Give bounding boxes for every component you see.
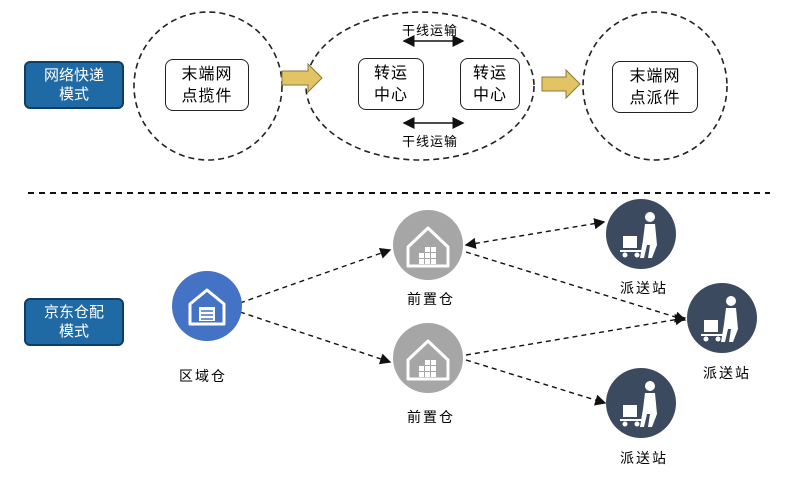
flow-front-bottom-to-station-bottom [465,359,607,406]
flow-arrow-2 [541,68,581,100]
transit-hub-b-line1: 转运 [472,63,507,82]
flow-front-top-to-station-middle [465,251,687,323]
delivery-person-icon-bottom [606,368,676,438]
delivery-outlet-box: 末端网 点派件 [612,61,698,113]
pickup-outlet-line1: 末端网 [181,64,233,83]
jd-mode-label-line2: 模式 [58,322,89,340]
delivery-zone [582,11,728,161]
trunk-label-bottom: 干线运输 [402,135,459,150]
transit-hub-b-box: 转运 中心 [460,58,520,110]
transit-hub-a-line2: 中心 [373,85,408,104]
delivery-person-icon-middle [687,283,757,353]
flow-regional-to-front-bottom [239,311,392,365]
delivery-station-label-middle: 派送站 [703,366,751,382]
transit-zone [305,11,535,161]
flow-front-bottom-to-station-middle [465,314,687,356]
transit-hub-b-line2: 中心 [472,85,507,104]
pickup-zone [133,11,283,161]
network-mode-label-line1: 网络快递 [43,66,104,84]
flow-arrow-1 [281,62,323,94]
transit-hub-a-box: 转运 中心 [358,58,424,110]
pickup-outlet-box: 末端网 点揽件 [165,59,249,111]
front-warehouse-icon-bottom [393,323,463,393]
flow-front-top-to-station-top [464,218,606,249]
network-mode-label: 网络快递 模式 [24,61,124,109]
jd-mode-label-line1: 京东仓配 [43,303,104,321]
jd-mode-label: 京东仓配 模式 [24,298,124,346]
front-warehouse-icon-top [393,210,463,280]
pickup-outlet-line2: 点揽件 [181,86,233,105]
trunk-label-top: 干线运输 [402,24,459,39]
delivery-station-label-top: 派送站 [620,281,668,297]
front-warehouse-label-bottom: 前置仓 [407,410,455,426]
warehouse-icon [172,271,242,341]
delivery-person-icon-top [606,199,676,269]
network-mode-label-line2: 模式 [58,85,89,103]
delivery-outlet-line1: 末端网 [629,66,681,85]
front-warehouse-label-top: 前置仓 [407,292,455,308]
regional-warehouse-label: 区域仓 [179,369,227,385]
delivery-outlet-line2: 点派件 [629,88,681,107]
flow-regional-to-front-top [239,247,392,304]
delivery-station-label-bottom: 派送站 [620,451,668,467]
transit-hub-a-line1: 转运 [373,63,408,82]
